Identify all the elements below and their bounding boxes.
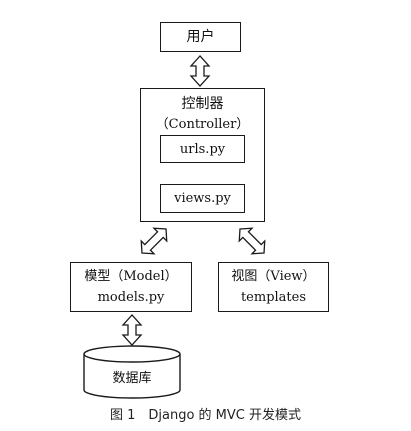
figure-caption: 图 1 Django 的 MVC 开发模式 bbox=[109, 408, 302, 423]
model-file: models.py bbox=[97, 290, 165, 305]
user-controller-double-arrow bbox=[189, 55, 211, 87]
user-box: 用户 bbox=[160, 22, 241, 52]
database-cylinder bbox=[83, 345, 181, 399]
view-box: 视图（View） templates bbox=[218, 262, 329, 312]
user-label: 用户 bbox=[186, 29, 215, 45]
view-file: templates bbox=[240, 290, 307, 305]
controller-title: 控制器 bbox=[181, 96, 224, 112]
urls-label: urls.py bbox=[179, 141, 226, 157]
model-box: 模型（Model） models.py bbox=[70, 262, 192, 312]
views-box: views.py bbox=[160, 184, 245, 213]
model-database-double-arrow bbox=[121, 314, 143, 346]
controller-view-double-arrow bbox=[238, 227, 266, 255]
controller-model-double-arrow bbox=[140, 227, 168, 255]
urls-box: urls.py bbox=[160, 135, 245, 163]
controller-subtitle: （Controller） bbox=[155, 117, 250, 132]
database-label: 数据库 bbox=[112, 371, 152, 386]
model-title: 模型（Model） bbox=[84, 269, 178, 284]
views-label: views.py bbox=[174, 191, 231, 206]
view-title: 视图（View） bbox=[231, 269, 316, 284]
